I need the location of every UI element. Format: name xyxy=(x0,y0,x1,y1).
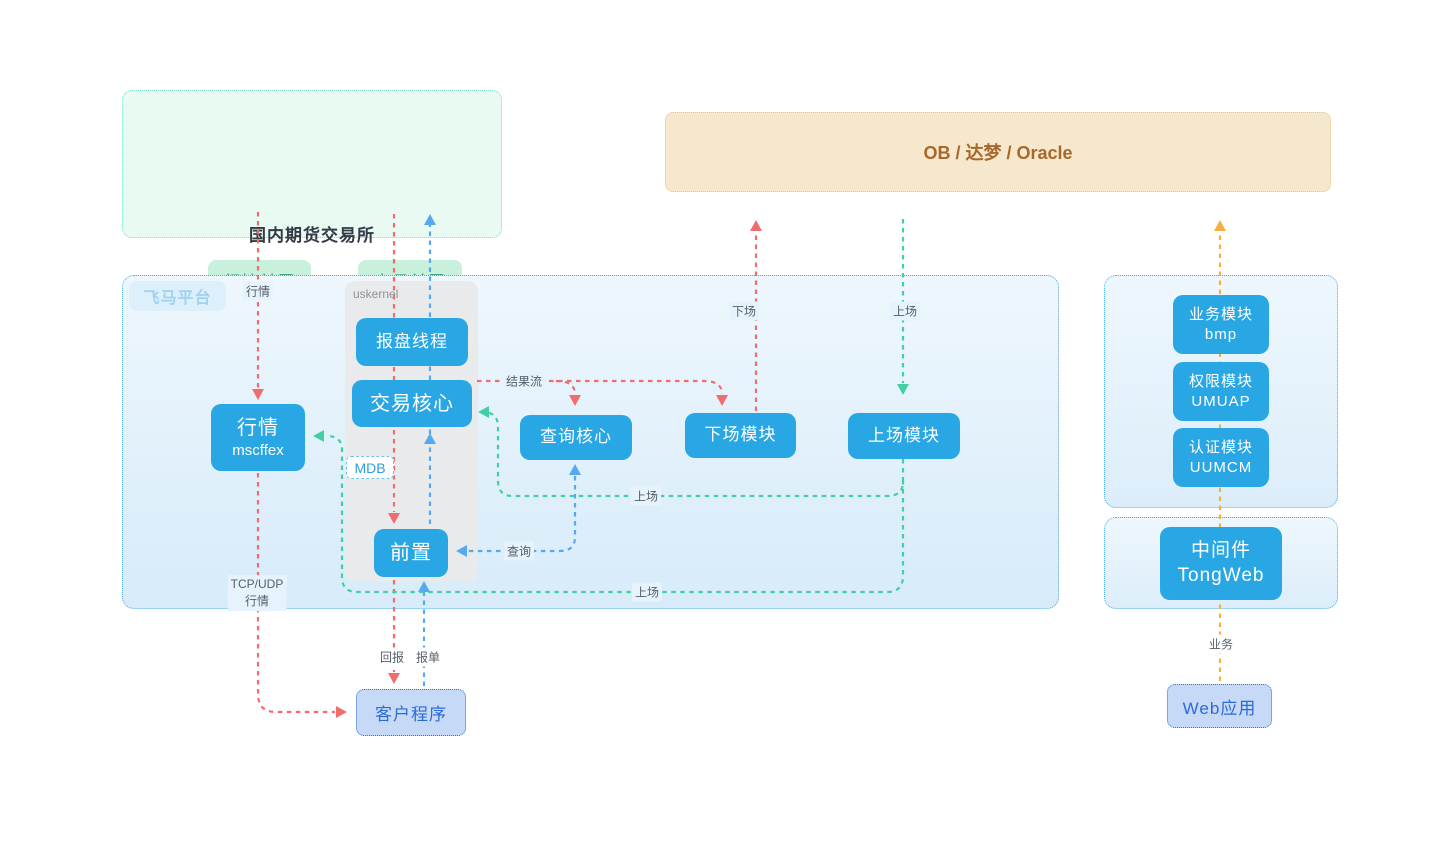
node-order-thread: 报盘线程 xyxy=(356,318,468,366)
database-label: OB / 达梦 / Oracle xyxy=(923,143,1073,163)
node-onboard-module: 上场模块 xyxy=(848,413,960,459)
edge-label-query: 查询 xyxy=(503,541,535,561)
edge-label-market: 行情 xyxy=(242,281,274,301)
node-query-core: 查询核心 xyxy=(520,415,632,460)
node-business-line1: 业务模块 xyxy=(1188,306,1253,323)
node-auth-module: 认证模块 UUMCM xyxy=(1173,428,1269,487)
node-front-label: 前置 xyxy=(390,542,432,564)
node-permission-module: 权限模块 UMUAP xyxy=(1173,362,1269,421)
edge-label-report-back: 回报 xyxy=(376,647,408,667)
node-client-app: 客户程序 xyxy=(356,689,466,736)
node-web-app-label: Web应用 xyxy=(1182,698,1257,718)
node-middleware-line1: 中间件 xyxy=(1190,539,1251,561)
node-database: OB / 达梦 / Oracle xyxy=(665,112,1331,192)
node-onboard-label: 上场模块 xyxy=(868,425,940,445)
edge-label-order-submit: 报单 xyxy=(412,647,444,667)
mdb-label: MDB xyxy=(354,459,386,476)
node-business-line2: bmp xyxy=(1204,325,1238,343)
exchange-container: 国内期货交易所 行情前置 交易前置 xyxy=(122,90,502,300)
node-auth-line1: 认证模块 xyxy=(1188,439,1253,456)
node-auth-line2: UUMCM xyxy=(1189,458,1253,476)
edge-label-tcp-line1: TCP/UDP xyxy=(230,577,284,592)
edge-label-offboard: 下场 xyxy=(728,301,760,321)
node-permission-line2: UMUAP xyxy=(1191,392,1251,410)
node-trade-core-label: 交易核心 xyxy=(370,392,454,415)
node-order-thread-label: 报盘线程 xyxy=(376,331,448,351)
node-permission-line1: 权限模块 xyxy=(1188,373,1253,390)
node-offboard-module: 下场模块 xyxy=(685,413,796,458)
mdb-chip: MDB xyxy=(346,456,394,479)
edge-label-result-stream: 结果流 xyxy=(502,371,546,391)
uskernel-label: uskernel xyxy=(353,287,399,301)
node-market: 行情 mscffex xyxy=(211,404,305,471)
node-offboard-label: 下场模块 xyxy=(704,425,777,445)
edge-label-onboard-bottom: 上场 xyxy=(631,582,663,602)
node-query-core-label: 查询核心 xyxy=(540,427,612,447)
edge-label-onboard-top: 上场 xyxy=(889,301,921,321)
edge-label-tcp-line2: 行情 xyxy=(244,594,270,608)
node-client-app-label: 客户程序 xyxy=(375,705,447,724)
edge-label-business: 业务 xyxy=(1205,634,1237,654)
node-trade-core: 交易核心 xyxy=(352,380,472,427)
node-market-line1: 行情 xyxy=(237,416,279,439)
platform-label: 飞马平台 xyxy=(129,281,226,311)
edge-label-tcp-udp: TCP/UDP 行情 xyxy=(227,575,287,611)
node-web-app: Web应用 xyxy=(1167,684,1272,728)
node-market-line2: mscffex xyxy=(232,441,284,459)
node-front: 前置 xyxy=(374,529,448,577)
node-middleware: 中间件 TongWeb xyxy=(1160,527,1282,600)
node-business-module: 业务模块 bmp xyxy=(1173,295,1269,354)
node-middleware-line2: TongWeb xyxy=(1177,564,1265,586)
edge-label-onboard-mid: 上场 xyxy=(630,486,662,506)
exchange-title: 国内期货交易所 xyxy=(249,226,375,245)
